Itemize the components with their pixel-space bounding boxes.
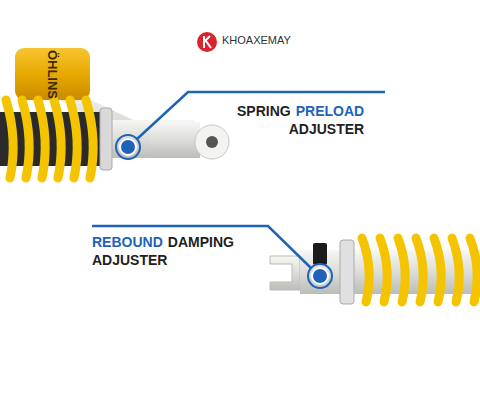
callout-label: REBOUND [92,234,163,250]
callout-label: PRELOAD [296,103,364,119]
callout-label: ADJUSTER [289,121,364,137]
callout-label: SPRING [237,103,291,119]
brand-text: ÖHLINS [45,49,60,98]
logo-icon [197,32,217,52]
bottom-shock [92,226,480,304]
watermark: KHOAXEMAY [222,34,291,47]
callout-label: ADJUSTER [92,252,167,268]
top-shock [0,48,385,178]
callout-label: DAMPING [168,234,234,250]
